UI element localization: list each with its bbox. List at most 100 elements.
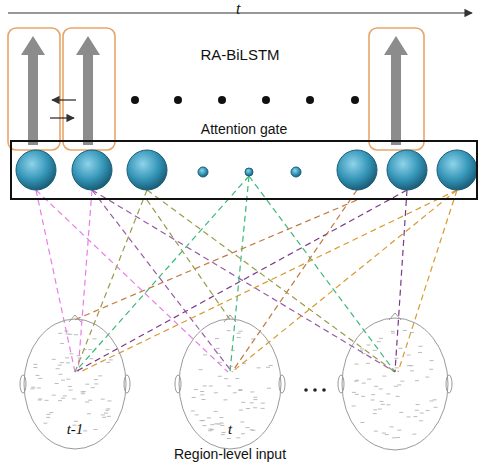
electrode-mark bbox=[240, 422, 244, 423]
head-outline bbox=[179, 319, 281, 449]
electrode-mark bbox=[82, 391, 86, 392]
electrode-mark bbox=[195, 414, 199, 415]
electrode-mark bbox=[415, 410, 419, 411]
electrode-mark bbox=[31, 388, 35, 389]
axis-label: t bbox=[236, 0, 240, 18]
electrode-mark bbox=[386, 404, 390, 405]
electrode-mark bbox=[49, 412, 53, 413]
electrode-mark bbox=[85, 384, 89, 385]
electrode-mark bbox=[37, 387, 41, 388]
electrode-mark bbox=[242, 363, 246, 364]
electrode-mark bbox=[31, 387, 35, 388]
electrode-mark bbox=[253, 397, 257, 398]
electrode-mark bbox=[257, 367, 261, 368]
electrode-mark bbox=[406, 416, 410, 417]
electrode-mark bbox=[52, 395, 56, 396]
electrode-mark bbox=[105, 349, 109, 350]
electrode-mark bbox=[209, 385, 213, 386]
electrode-mark bbox=[361, 396, 365, 397]
electrode-mark bbox=[237, 333, 241, 334]
electrode-mark bbox=[61, 398, 65, 399]
electrode-mark bbox=[391, 331, 395, 332]
electrode-mark bbox=[214, 411, 218, 412]
electrode-mark bbox=[269, 365, 273, 366]
electrode-mark bbox=[214, 392, 218, 393]
electrode-mark bbox=[396, 437, 400, 438]
electrode-mark bbox=[360, 422, 364, 423]
electrode-mark bbox=[101, 414, 105, 415]
electrode-mark bbox=[38, 378, 42, 379]
electrode-mark bbox=[377, 341, 381, 342]
electrode-mark bbox=[66, 362, 70, 363]
head-illustration bbox=[338, 313, 452, 450]
electrode-mark bbox=[399, 412, 403, 413]
electrode-mark bbox=[223, 399, 227, 400]
electrode-mark bbox=[227, 438, 231, 439]
electrode-mark bbox=[192, 397, 196, 398]
forward-arrow bbox=[50, 117, 74, 118]
electrode-mark bbox=[250, 402, 254, 403]
electrode-mark bbox=[400, 381, 404, 382]
electrode-mark bbox=[60, 362, 64, 363]
electrode-mark bbox=[386, 393, 390, 394]
electrode-mark bbox=[251, 338, 255, 339]
electrode-mark bbox=[55, 383, 59, 384]
electrode-mark bbox=[77, 355, 81, 356]
electrode-mark bbox=[38, 398, 42, 399]
electrode-mark bbox=[106, 362, 110, 363]
electrode-mark bbox=[395, 367, 399, 368]
electrode-mark bbox=[380, 401, 384, 402]
electrode-mark bbox=[65, 333, 69, 334]
ellipsis-dots bbox=[304, 388, 326, 392]
electrode-mark bbox=[238, 389, 242, 390]
electrode-mark bbox=[250, 391, 254, 392]
electrode-mark bbox=[78, 358, 82, 359]
electrode-mark bbox=[220, 423, 224, 424]
electrode-mark bbox=[233, 392, 237, 393]
head-node: t bbox=[176, 317, 284, 451]
electrode-mark bbox=[385, 434, 389, 435]
electrode-mark bbox=[58, 333, 62, 334]
electrode-mark bbox=[207, 417, 211, 418]
electrode-mark bbox=[246, 408, 250, 409]
time-step-label: t bbox=[228, 421, 232, 438]
electrode-mark bbox=[241, 402, 245, 403]
electrode-mark bbox=[374, 431, 378, 432]
output-arrows bbox=[21, 36, 408, 145]
model-label: RA-BiLSTM bbox=[200, 46, 279, 63]
electrode-mark bbox=[362, 353, 366, 354]
attention-wires bbox=[36, 176, 457, 372]
electrode-mark bbox=[46, 414, 50, 415]
electrode-mark bbox=[419, 346, 423, 347]
electrode-mark bbox=[221, 434, 225, 435]
electrode-mark bbox=[72, 398, 76, 399]
electrode-mark bbox=[218, 362, 222, 363]
electrode-mark bbox=[371, 394, 375, 395]
electrode-mark bbox=[107, 416, 111, 417]
electrode-mark bbox=[93, 429, 97, 430]
electrode-mark bbox=[194, 389, 198, 390]
electrode-mark bbox=[33, 367, 37, 368]
ear-mark bbox=[124, 375, 130, 393]
electrode-mark bbox=[398, 348, 402, 349]
electrode-mark bbox=[352, 392, 356, 393]
electrode-mark bbox=[214, 423, 218, 424]
electrode-mark bbox=[33, 364, 37, 365]
electrode-mark bbox=[216, 348, 220, 349]
electrode-mark bbox=[227, 330, 231, 331]
electrode-mark bbox=[410, 370, 414, 371]
electrode-mark bbox=[239, 410, 243, 411]
electrode-mark bbox=[94, 383, 98, 384]
electrode-mark bbox=[359, 350, 363, 351]
electrode-mark bbox=[419, 420, 423, 421]
electrode-mark bbox=[200, 391, 204, 392]
electrode-mark bbox=[409, 365, 413, 366]
electrode-mark bbox=[83, 430, 87, 431]
electrode-mark bbox=[227, 385, 231, 386]
electrode-mark bbox=[191, 410, 195, 411]
electrode-mark bbox=[354, 381, 358, 382]
electrode-mark bbox=[360, 348, 364, 349]
electrode-mark bbox=[236, 437, 240, 438]
